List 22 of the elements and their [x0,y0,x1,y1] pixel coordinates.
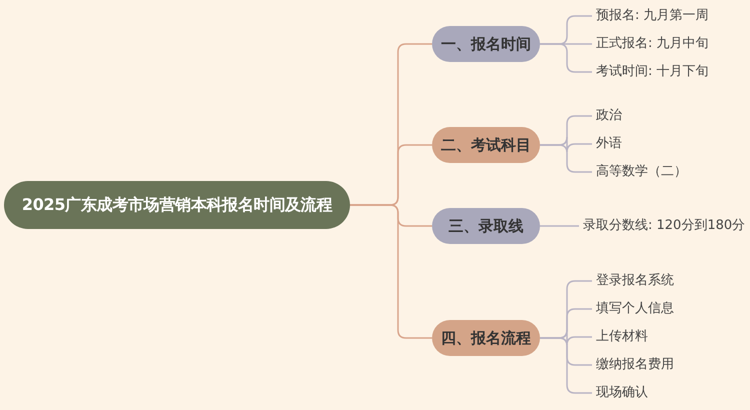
connector-line [350,204,432,339]
leaf-text: 填写个人信息 [596,300,674,318]
branch-pill: 二、考试科目 [432,127,540,163]
title-pill: 2025广东成考市场营销本科报名时间及流程 [4,181,350,229]
branch-pill: 一、报名时间 [432,26,540,62]
leaf-text: 正式报名: 九月中旬 [596,35,709,53]
leaf-text: 考试时间: 十月下旬 [596,63,709,81]
leaf-text: 录取分数线: 120分到180分 [583,217,746,235]
leaf-text: 政治 [596,107,622,125]
leaf-text: 预报名: 九月第一周 [596,7,709,25]
leaf-text: 高等数学（二） [596,163,687,181]
connector-line [540,43,592,73]
branch-pill: 四、报名流程 [432,320,540,356]
connector-line [540,144,592,173]
leaf-text: 上传材料 [596,328,648,346]
leaf-text: 缴纳报名费用 [596,356,674,374]
branch-pill: 三、录取线 [432,208,540,244]
leaf-text: 登录报名系统 [596,272,674,290]
connector-line [540,337,592,394]
connector-line [540,225,579,227]
leaf-text: 现场确认 [596,384,648,402]
leaf-text: 外语 [596,135,622,153]
